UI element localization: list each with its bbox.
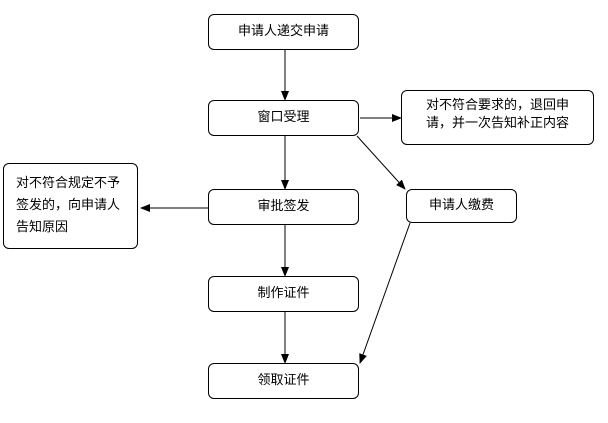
arrow-pay-to-collect [359,222,411,364]
step-window-acceptance-label: 窗口受理 [257,110,310,125]
step-submit-application-label: 申请人递交申请 [237,24,329,39]
step-approval-issuance: 审批签发 [208,189,359,225]
note-reject-requirements: 对不符合要求的，退回申请，并一次告知补正内容 [401,90,594,145]
step-submit-application: 申请人递交申请 [208,14,359,50]
note-reject-rules: 对不符合规定不予签发的，向申请人告知原因 [3,163,138,249]
arrow-accept-to-pay [356,135,406,190]
step-approval-issuance-label: 审批签发 [257,199,310,214]
step-applicant-payment-label: 申请人缴费 [428,198,494,213]
step-produce-certificate: 制作证件 [208,276,359,312]
step-produce-certificate-label: 制作证件 [257,286,310,301]
note-reject-requirements-text: 对不符合要求的，退回申请，并一次告知补正内容 [425,98,569,131]
step-collect-certificate: 领取证件 [208,363,359,399]
note-reject-rules-text: 对不符合规定不予签发的，向申请人告知原因 [16,176,121,235]
step-window-acceptance: 窗口受理 [208,100,359,136]
step-applicant-payment: 申请人缴费 [406,189,517,223]
step-collect-certificate-label: 领取证件 [257,373,310,388]
